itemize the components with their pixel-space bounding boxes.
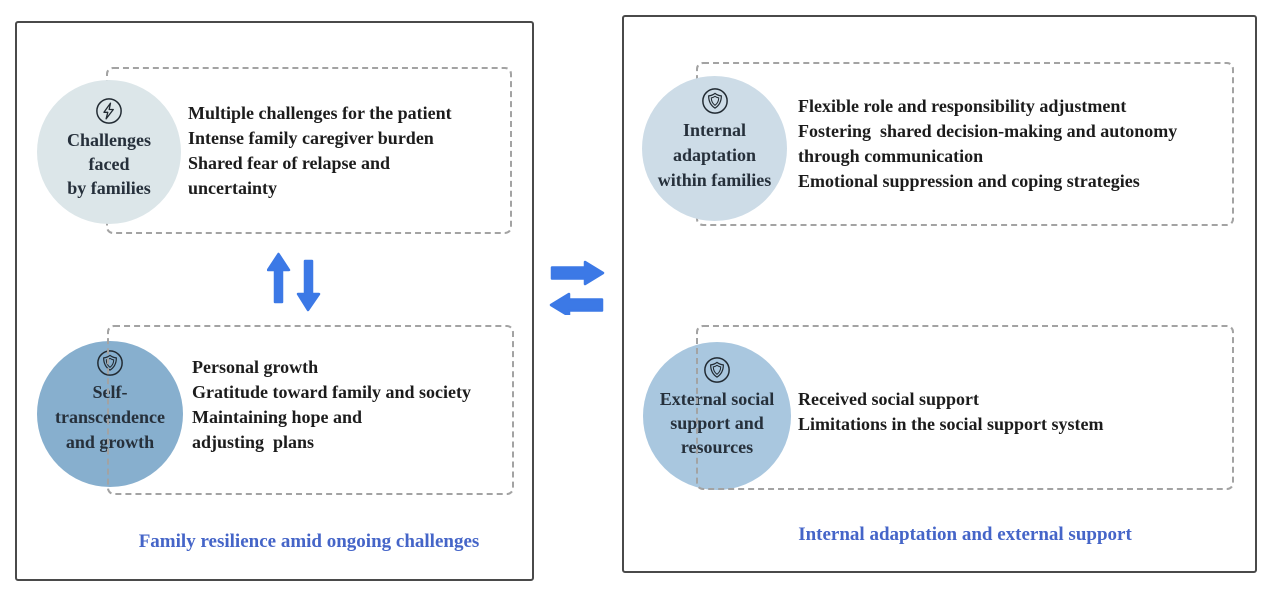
challenges-circle-label: Challenges faced by families: [66, 130, 151, 198]
bidirectional-horizontal-arrows: [549, 260, 605, 315]
growth-circle-label: Self- transcendence and growth: [55, 382, 165, 452]
arrow-up-icon: [267, 252, 291, 304]
growth-circle: Self- transcendence and growth: [37, 341, 183, 487]
lightning-icon: [96, 98, 122, 124]
internal-adaptation-circle: Internal adaptation within families: [642, 76, 787, 221]
bidirectional-vertical-arrows: [267, 252, 321, 312]
growth-box-text: Personal growth Gratitude toward family …: [192, 357, 471, 452]
right-panel-caption: Internal adaptation and external support: [798, 524, 1132, 545]
growth-box: Personal growth Gratitude toward family …: [107, 325, 514, 495]
challenges-box: Multiple challenges for the patient Inte…: [106, 67, 512, 234]
arrow-down-icon: [296, 259, 321, 312]
external-support-circle: External social support and resources: [643, 342, 791, 490]
left-panel: Multiple challenges for the patient Inte…: [15, 21, 534, 581]
left-panel-caption: Family resilience amid ongoing challenge…: [138, 531, 480, 552]
challenges-box-text: Multiple challenges for the patient Inte…: [188, 102, 452, 198]
arrow-right-icon: [550, 260, 605, 286]
challenges-circle: Challenges faced by families: [37, 80, 181, 224]
shield-icon: [704, 357, 730, 383]
external-support-box-text: Received social support Limitations in t…: [798, 389, 1104, 434]
internal-adaptation-box-text: Flexible role and responsibility adjustm…: [798, 96, 1178, 191]
right-panel: Flexible role and responsibility adjustm…: [622, 15, 1257, 573]
shield-icon: [701, 88, 728, 114]
internal-adaptation-circle-label: Internal adaptation within families: [657, 120, 772, 190]
external-support-box: Received social support Limitations in t…: [696, 325, 1234, 490]
external-support-circle-label: External social support and resources: [659, 389, 775, 457]
internal-adaptation-box: Flexible role and responsibility adjustm…: [696, 62, 1234, 226]
arrow-left-icon: [549, 292, 604, 315]
